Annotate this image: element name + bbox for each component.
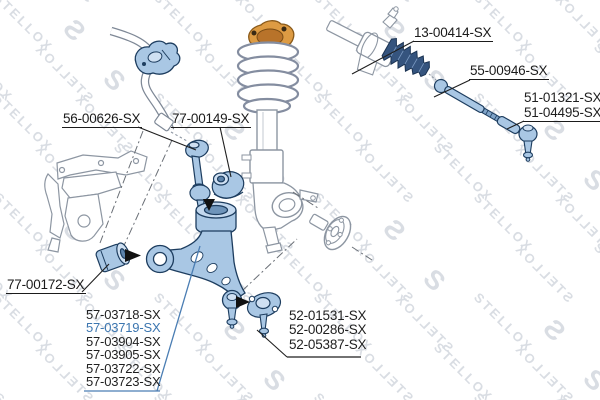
label-tie-rod-end-options[interactable]: 51-01321-SX 51-04495-SX xyxy=(523,90,600,122)
steering-boot-part xyxy=(381,37,430,78)
label-steering-boot[interactable]: 13-00414-SX xyxy=(413,25,494,42)
control-arm-option[interactable]: 57-03904-SX xyxy=(86,333,161,349)
arrow-ball-joint xyxy=(236,296,250,308)
tie-rod-end-part xyxy=(518,124,538,162)
ball-joint-options-list: 52-01531-SX 52-00286-SX 52-05387-SX xyxy=(289,308,367,352)
stabilizer-bracket-part xyxy=(134,40,181,75)
ball-joint-part xyxy=(246,292,282,338)
label-inner-tie-rod[interactable]: 55-00946-SX xyxy=(469,63,550,80)
control-arm-option-selected[interactable]: 57-03719-SX xyxy=(86,320,161,336)
label-rear-bushing[interactable]: 77-00149-SX xyxy=(171,111,252,128)
assembly-arrows xyxy=(125,199,250,308)
control-arm-options-list: 57-03718-SX 57-03719-SX 57-03904-SX 57-0… xyxy=(86,307,161,390)
label-tie-rod-end-2[interactable]: 51-04495-SX xyxy=(524,105,600,120)
bar-to-link-dotted xyxy=(170,131,188,142)
label-front-bushing[interactable]: 77-00172-SX xyxy=(6,277,87,294)
label-stabilizer-link[interactable]: 56-00626-SX xyxy=(62,111,143,128)
arrow-front-bushing xyxy=(125,249,141,262)
subframe-drawing xyxy=(44,150,148,253)
control-arm-option[interactable]: 57-03723-SX xyxy=(86,374,161,390)
axis-lines xyxy=(99,130,373,292)
control-arm-option[interactable]: 57-03905-SX xyxy=(86,347,161,363)
ball-joint-option[interactable]: 52-01531-SX xyxy=(289,308,367,323)
rear-bushing-part xyxy=(211,171,245,199)
boot-to-rod-dotted xyxy=(428,73,437,81)
selected-leader xyxy=(84,245,201,392)
control-arm-option[interactable]: 57-03718-SX xyxy=(86,307,161,322)
ball-joint-option[interactable]: 52-00286-SX xyxy=(289,322,367,338)
steering-rack-drawing xyxy=(326,6,399,76)
leader-lines xyxy=(81,40,525,358)
label-tie-rod-end-1[interactable]: 51-01321-SX xyxy=(524,90,600,105)
inner-tie-rod-part xyxy=(433,78,521,135)
strut-assembly-drawing xyxy=(236,20,319,254)
control-arm-part xyxy=(145,201,246,329)
arrow-rear-bushing xyxy=(203,199,215,211)
ball-joint-option[interactable]: 52-05387-SX xyxy=(289,336,367,352)
control-arm-option[interactable]: 57-03722-SX xyxy=(86,360,161,376)
wheel-hub-drawing xyxy=(309,213,352,251)
stabilizer-bar-drawing xyxy=(109,26,175,132)
